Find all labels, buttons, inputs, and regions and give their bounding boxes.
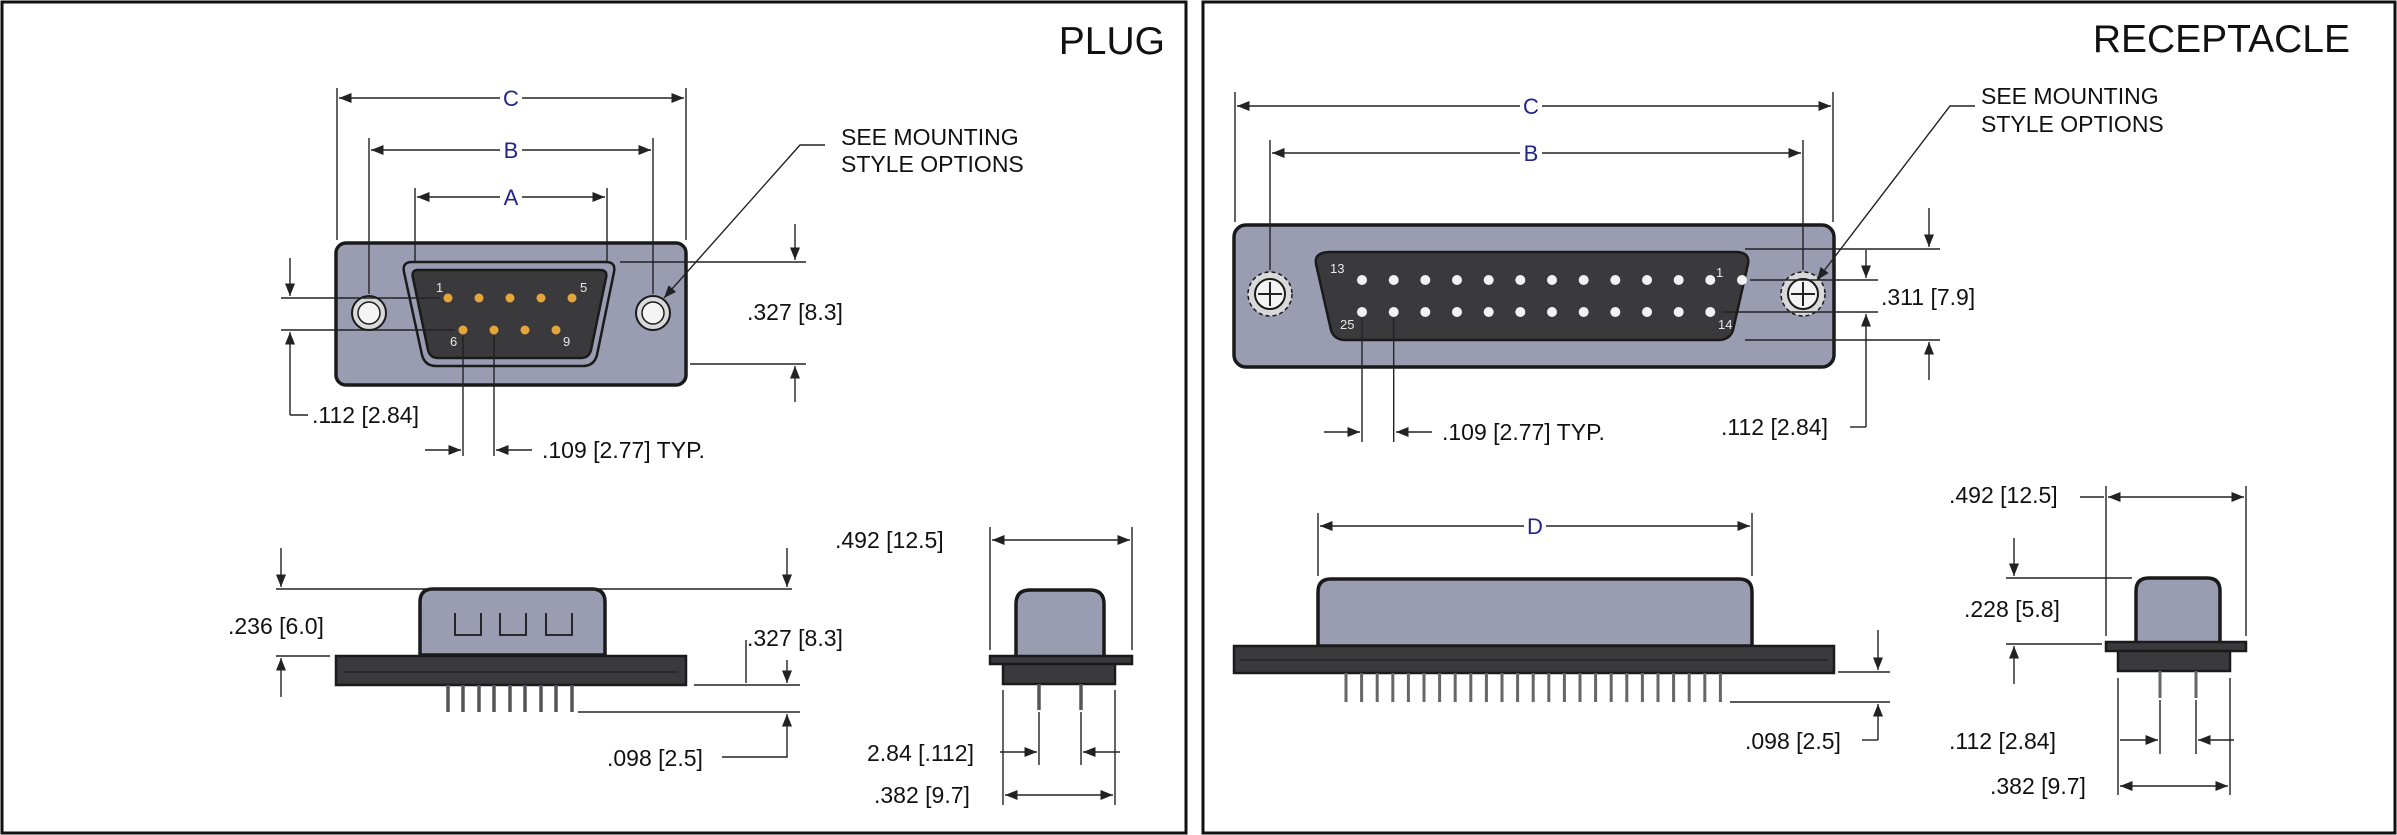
receptacle-dim-492-text: .492 [12.5] [1949,482,2058,508]
receptacle-right-mount-hole [1780,271,1826,317]
plug-side-slots [454,613,573,636]
receptacle-dim-228-text: .228 [5.8] [1964,596,2060,622]
plug-pins [443,293,577,335]
receptacle-dim-112-side-text: .112 [2.84] [1949,728,2056,754]
plug-dim-112-text: .112 [2.84] [312,402,419,428]
receptacle-end-flange-bottom [2116,649,2232,673]
receptacle-left-mount-hole [1247,271,1293,317]
plug-dim-109 [425,336,532,456]
receptacle-label-c: C [1523,94,1539,119]
receptacle-front-view: 13 1 25 14 [1232,223,1836,369]
receptacle-pin-14-label: 14 [1718,317,1732,332]
receptacle-mount-note-line1: SEE MOUNTING [1981,83,2159,109]
plug-dim-236 [275,548,793,697]
receptacle-dim-311-text: .311 [7.9] [1881,284,1975,310]
plug-panel-frame [0,0,1188,835]
receptacle-dim-109 [1324,318,1432,442]
plug-pin-5-label: 5 [580,280,587,295]
plug-mount-note-line2: STYLE OPTIONS [841,151,1024,177]
receptacle-pins [1357,275,1747,317]
receptacle-pin-1-label: 1 [1716,265,1723,280]
plug-dim-098 [578,711,800,758]
plug-end-view [988,588,1134,710]
receptacle-pin-25-label: 25 [1340,317,1354,332]
receptacle-dim-382 [2117,678,2231,795]
plug-insert [411,268,608,360]
plug-dim-109-text: .109 [2.77] TYP. [542,437,705,463]
receptacle-dim-098 [1730,630,1890,741]
plug-dim-c [336,88,687,240]
receptacle-dim-382-text: .382 [9.7] [1990,773,2086,799]
receptacle-dim-492 [2080,486,2247,636]
plug-dim-382-text: .382 [9.7] [874,782,970,808]
receptacle-dim-112-side [2120,700,2234,754]
plug-right-mount-hole [635,295,671,331]
plug-dim-492 [989,527,1133,650]
receptacle-pin-13-label: 13 [1330,261,1344,276]
plug-side-body [418,587,607,657]
receptacle-insert [1314,250,1750,342]
plug-pin-9-label: 9 [563,334,570,349]
plug-end-body [1014,588,1106,660]
receptacle-dim-c [1234,92,1834,222]
plug-title: PLUG [1059,20,1165,63]
receptacle-label-d: D [1527,514,1543,539]
receptacle-dim-112 [1722,250,1878,428]
plug-dim-284-text: 2.84 [.112] [867,740,974,766]
plug-dim-327-side-text: .327 [8.3] [747,625,843,651]
receptacle-side-view [1232,577,1836,702]
receptacle-mount-note-line2: STYLE OPTIONS [1981,111,2164,137]
plug-label-b: B [504,138,519,163]
plug-dim-492-text: .492 [12.5] [835,527,944,553]
receptacle-panel-frame [1201,0,2397,835]
plug-front-view: 1 5 6 9 [334,241,688,387]
plug-left-mount-hole [351,295,387,331]
plug-dim-b [368,138,654,294]
receptacle-side-pins [1344,673,1722,702]
receptacle-dim-d [1317,513,1753,576]
plug-mount-note-line1: SEE MOUNTING [841,124,1019,150]
plug-dim-a [414,188,608,262]
receptacle-end-flange-top [2104,640,2248,653]
plug-dim-327-text: .327 [8.3] [747,299,843,325]
receptacle-title: RECEPTACLE [2093,18,2350,61]
receptacle-side-body [1316,577,1754,648]
plug-side-flange [334,654,688,687]
receptacle-label-b: B [1524,141,1539,166]
plug-mount-leader [663,144,825,299]
plug-dim-382 [1002,690,1116,805]
plug-dim-284 [1000,712,1120,765]
plug-pin-6-label: 6 [450,334,457,349]
plug-dim-327-side [694,640,800,686]
plug-pin-1-label: 1 [436,280,443,295]
plug-label-c: C [503,86,519,111]
receptacle-dim-098-text: .098 [2.5] [1745,728,1841,754]
plug-dim-112 [281,258,455,416]
plug-side-view [334,587,688,712]
plug-dim-327 [620,224,806,402]
receptacle-dim-311 [1745,208,1940,380]
receptacle-end-body [2134,576,2222,646]
plug-side-pins [446,685,574,712]
receptacle-dim-112-text: .112 [2.84] [1721,414,1828,440]
plug-end-flange-bottom [1001,662,1117,686]
plug-shell-outline [402,260,616,368]
plug-dim-098-text: .098 [2.5] [607,745,703,771]
plug-label-a: A [504,185,519,210]
plug-dim-236-text: .236 [6.0] [228,613,324,639]
receptacle-dim-109-text: .109 [2.77] TYP. [1442,419,1605,445]
receptacle-end-view [2104,576,2248,698]
receptacle-mount-leader [1816,105,1975,281]
receptacle-dim-228 [2006,538,2132,684]
